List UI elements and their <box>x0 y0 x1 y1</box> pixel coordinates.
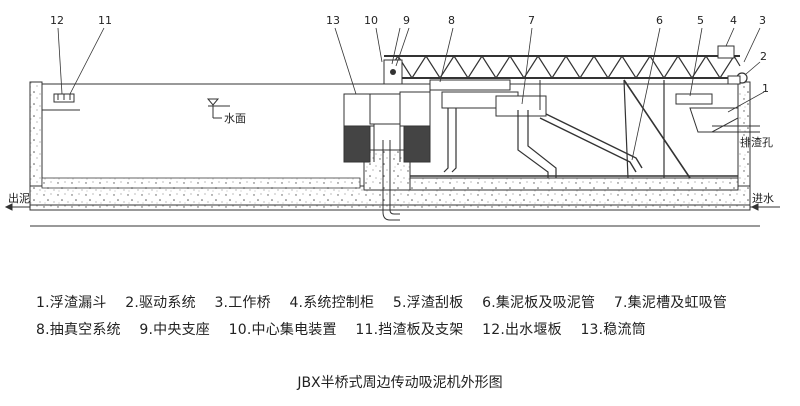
callout-1: 1 <box>762 82 769 95</box>
bridge-truss <box>383 45 748 85</box>
callout-2: 2 <box>760 50 767 63</box>
callout-3: 3 <box>759 14 766 27</box>
callout-6: 6 <box>656 14 663 27</box>
callout-11: 11 <box>98 14 112 27</box>
legend-item: 2.驱动系统 <box>125 295 196 311</box>
callout-13: 13 <box>326 14 340 27</box>
legend-item: 8.抽真空系统 <box>36 322 121 338</box>
legend-item: 11.挡渣板及支架 <box>355 322 464 338</box>
outlet-weir-left <box>42 93 80 111</box>
flow-arrows <box>4 203 780 211</box>
legend-item: 5.浮渣刮板 <box>392 295 464 311</box>
scum-outlet-label: 排渣孔 <box>740 135 773 149</box>
legend-item: 9.中央支座 <box>139 322 210 338</box>
callout-5: 5 <box>697 14 704 27</box>
callout-8: 8 <box>448 14 455 27</box>
legend-item: 12.出水堰板 <box>482 322 562 338</box>
parts-legend: 1.浮渣漏斗 2.驱动系统 3.工作桥 4.系统控制柜 5.浮渣刮板 6.集泥板… <box>36 290 776 344</box>
suction-system <box>410 79 760 179</box>
legend-item: 10.中心集电装置 <box>228 322 337 338</box>
callout-4: 4 <box>730 14 737 27</box>
water-surface-mark <box>206 98 230 119</box>
machine-diagram: 12 11 13 10 9 8 7 6 5 4 3 2 1 水面 出泥 进水 排… <box>4 14 780 227</box>
leader-lines <box>57 27 765 161</box>
callout-9: 9 <box>403 14 410 27</box>
callout-7: 7 <box>528 14 535 27</box>
water-surface-label: 水面 <box>224 112 246 125</box>
tank-structure <box>29 81 760 227</box>
callout-10: 10 <box>364 14 378 27</box>
legend-item: 7.集泥槽及虹吸管 <box>613 295 728 311</box>
legend-item: 6.集泥板及吸泥管 <box>482 295 596 311</box>
legend-item: 3.工作桥 <box>214 295 271 311</box>
legend-item: 4.系统控制柜 <box>289 295 375 311</box>
figure-caption: JBX半桥式周边传动吸泥机外形图 <box>297 375 503 391</box>
stilling-well <box>343 91 431 163</box>
legend-item: 1.浮渣漏斗 <box>36 295 107 311</box>
callout-12: 12 <box>50 14 64 27</box>
sludge-out-label: 出泥 <box>8 191 30 205</box>
water-in-label: 进水 <box>752 192 774 205</box>
callout-numbers: 12 11 13 10 9 8 7 6 5 4 3 2 1 <box>50 14 769 95</box>
legend-item: 13.稳流筒 <box>580 322 646 338</box>
